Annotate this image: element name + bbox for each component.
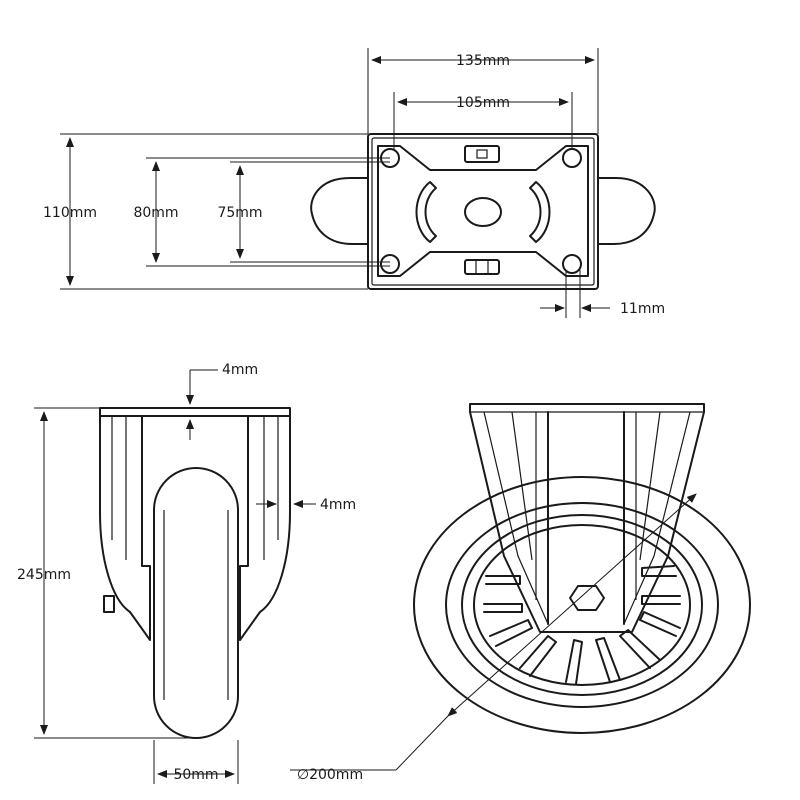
slot-right — [529, 181, 551, 243]
dim-label-bolt-hole: 11mm — [620, 301, 665, 317]
top-nut — [464, 145, 500, 163]
dim-label-top-width: 135mm — [456, 53, 510, 69]
wheel-lobe-right — [597, 177, 656, 245]
dim-label-wheel-width: 50mm — [173, 767, 218, 783]
dim-label-hole-spacing-x: 105mm — [456, 95, 510, 111]
dim-label-plate-thickness-top: 4mm — [222, 362, 258, 378]
wheel-lobe-left — [310, 177, 369, 245]
bolt-hole-bottom-left — [380, 254, 400, 274]
tire-outer — [413, 476, 751, 734]
dim-label-total-height: 245mm — [17, 567, 71, 583]
bottom-nut — [464, 259, 500, 275]
front-view-dimensions — [290, 493, 697, 771]
hex-axle-nut — [569, 585, 605, 611]
dim-label-plate-height: 110mm — [43, 205, 97, 221]
fork-left — [99, 415, 151, 641]
dim-label-plate-thickness-side: 4mm — [320, 497, 356, 513]
dimension-labels: 135mm 105mm 110mm 80mm 75mm 11mm 4mm 4mm… — [17, 53, 665, 783]
mounting-plate — [367, 133, 599, 290]
axle-nut — [103, 595, 115, 613]
dim-label-hole-spacing-y-outer: 80mm — [133, 205, 178, 221]
front-view — [413, 403, 751, 734]
dim-label-wheel-diameter: ∅200mm — [297, 767, 363, 783]
top-view — [310, 133, 656, 290]
top-view-dimensions — [60, 48, 610, 318]
side-view — [99, 407, 291, 739]
center-hole — [464, 197, 502, 227]
slot-left — [415, 181, 437, 243]
bolt-hole-bottom-right — [562, 254, 582, 274]
side-view-dimensions — [34, 369, 316, 784]
side-top-plate — [99, 407, 291, 417]
dim-label-hole-spacing-y-inner: 75mm — [217, 205, 262, 221]
side-wheel — [153, 467, 239, 739]
plate-inner-frame — [377, 145, 589, 277]
bolt-hole-top-right — [562, 148, 582, 168]
fork-right — [239, 415, 291, 641]
